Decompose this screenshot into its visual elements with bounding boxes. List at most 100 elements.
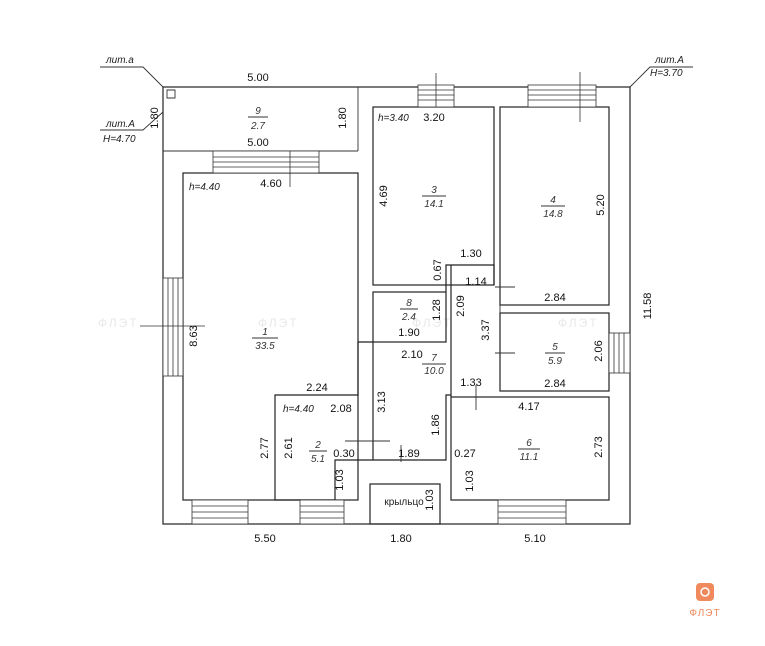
svg-text:6: 6: [526, 438, 532, 449]
dim-bottom-180: 1.80: [390, 533, 411, 545]
door-ticks: [345, 286, 515, 462]
dim-r4-520: 5.20: [595, 194, 607, 215]
window-right-r5: [608, 332, 631, 374]
svg-text:33.5: 33.5: [255, 341, 275, 352]
room-1-label: 1 33.5: [252, 327, 278, 352]
svg-text:2.4: 2.4: [401, 312, 416, 323]
svg-text:10.0: 10.0: [424, 366, 444, 377]
dim-left-180: 1.80: [149, 107, 161, 128]
dim-r2-208: 2.08: [330, 403, 351, 415]
corner-marker: [166, 89, 176, 99]
svg-text:7: 7: [431, 353, 437, 364]
svg-text:5: 5: [552, 342, 558, 353]
height-left-label: H=4.70: [103, 134, 136, 145]
room-7-label: 7 10.0: [422, 353, 446, 377]
window-bottom-r6: [497, 499, 567, 525]
svg-text:5.9: 5.9: [548, 356, 562, 367]
svg-text:5.1: 5.1: [311, 454, 325, 465]
room-5-label: 5 5.9: [545, 342, 565, 367]
room-8-label: 8 2.4: [400, 298, 418, 323]
dim-bottom-550: 5.50: [254, 533, 275, 545]
dim-bottom-510: 5.10: [524, 533, 545, 545]
watermark-text: ФЛЭТ: [98, 316, 139, 330]
window-left-r1: [140, 277, 205, 377]
svg-text:14.8: 14.8: [543, 209, 563, 220]
dim-c-130: 1.30: [460, 248, 481, 260]
svg-text:3: 3: [431, 185, 437, 196]
dim-c-337: 3.37: [480, 319, 492, 340]
svg-text:4: 4: [550, 195, 556, 206]
flat-logo: ФЛЭТ: [689, 583, 720, 619]
watermark-text: ФЛЭТ: [412, 316, 453, 330]
svg-text:1: 1: [262, 327, 268, 338]
leader-lines: [100, 66, 693, 131]
watermark-text: ФЛЭТ: [558, 316, 599, 330]
dim-r5-206: 2.06: [593, 340, 605, 361]
dim-r7-313: 3.13: [376, 391, 388, 412]
height-right-label: H=3.70: [650, 68, 683, 79]
svg-text:2: 2: [314, 440, 321, 451]
lit-A-right-label: лит.А: [654, 55, 684, 66]
dim-r7-189: 1.89: [398, 448, 419, 460]
svg-text:11.1: 11.1: [520, 452, 539, 463]
room-3-height: h=3.40: [378, 113, 409, 124]
dim-r1-277: 2.77: [259, 437, 271, 458]
dim-r4-284: 2.84: [544, 292, 565, 304]
window-bottom-r2: [299, 499, 345, 525]
logo-text: ФЛЭТ: [689, 608, 720, 619]
dim-r8-128: 1.28: [431, 299, 443, 320]
dim-top-500: 5.00: [247, 72, 268, 84]
dim-c-114: 1.14: [465, 276, 486, 288]
dim-right-1158: 11.58: [642, 293, 654, 320]
room-7-outline: [372, 342, 451, 461]
room-8-outline: [372, 291, 447, 343]
dim-r6-417: 4.17: [518, 401, 539, 413]
window-bottom-r1: [191, 499, 249, 525]
room-6-label: 6 11.1: [518, 438, 540, 463]
room-1-height: h=4.40: [189, 182, 220, 193]
dim-r2-261: 2.61: [283, 437, 295, 458]
dim-r6-273: 2.73: [593, 436, 605, 457]
dim-r9-500: 5.00: [247, 137, 268, 149]
room-4-label: 4 14.8: [541, 195, 565, 220]
room-9-label: 9 2.7: [248, 106, 268, 132]
room-2-outline: [274, 341, 373, 501]
dim-c-209: 2.09: [455, 295, 467, 316]
svg-text:2.7: 2.7: [250, 121, 265, 132]
lit-a-small-label: лит.а: [105, 55, 134, 66]
window-r9-bottom: [212, 150, 320, 187]
dim-r3-469: 4.69: [378, 185, 390, 206]
dim-r3-067: 0.67: [432, 259, 444, 280]
room-2-height: h=4.40: [283, 404, 314, 415]
dim-r3-320: 3.20: [423, 112, 444, 124]
dim-r1-863: 8.63: [188, 325, 200, 346]
dim-r6-103: 1.03: [464, 470, 476, 491]
porch-outline: [369, 483, 441, 525]
watermark-row: ФЛЭТ ФЛЭТ ФЛЭТ ФЛЭТ: [98, 316, 599, 330]
dim-r6-027: 0.27: [454, 448, 475, 460]
svg-text:9: 9: [255, 106, 261, 117]
dim-r5-284: 2.84: [544, 378, 565, 390]
dim-r7-210: 2.10: [401, 349, 422, 361]
window-top-r4: [527, 72, 597, 122]
dim-r7-186: 1.86: [430, 414, 442, 435]
dim-r2-103: 1.03: [334, 469, 346, 490]
watermark-text: ФЛЭТ: [258, 316, 299, 330]
dim-r2-030: 0.30: [333, 448, 354, 460]
svg-text:14.1: 14.1: [424, 199, 443, 210]
room-2-label: 2 5.1: [309, 440, 327, 465]
dim-r1-460: 4.60: [260, 178, 281, 190]
window-top-r3: [417, 73, 455, 108]
dim-r1-224: 2.24: [306, 382, 327, 394]
dim-porch-103: 1.03: [424, 489, 436, 510]
room-3-label: 3 14.1: [422, 185, 446, 210]
lit-A-left-label: лит.А: [105, 119, 135, 130]
corridor-top: [445, 264, 495, 292]
dim-r6-133: 1.33: [460, 377, 481, 389]
dim-r8-190: 1.90: [398, 327, 419, 339]
svg-text:8: 8: [406, 298, 412, 309]
porch-label: крыльцо: [384, 497, 424, 508]
dim-r9-180: 1.80: [337, 107, 349, 128]
logo-mark-icon: [696, 583, 714, 601]
